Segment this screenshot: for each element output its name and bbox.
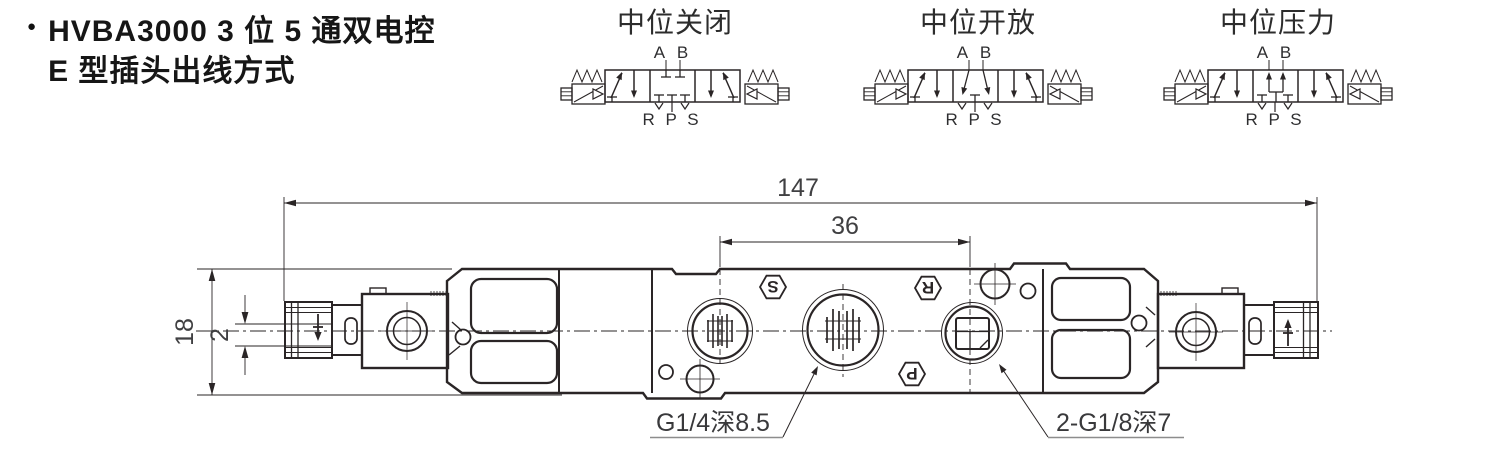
dimension-overall-length: 147: [283, 174, 1318, 301]
dimension-slot: 2: [206, 295, 284, 375]
symbol-title: 中位压力: [1219, 7, 1336, 38]
mounting-screw-bottom-left: [658, 359, 720, 399]
stamp-s-letter: S: [767, 277, 778, 296]
dimension-port-spacing: 36: [719, 212, 971, 267]
manual-override-button[interactable]: [1169, 303, 1223, 361]
valve-schematic-open: A B R P S: [863, 44, 1093, 129]
ports-top-label: A B: [654, 44, 692, 62]
port-center: [802, 284, 884, 377]
symbol-title: 中位开放: [919, 7, 1036, 38]
polarity-mark-icon: [313, 314, 323, 341]
label-side-ports-text: 2-G1/8深7: [1056, 409, 1171, 437]
label-center-port-text: G1/4深8.5: [656, 409, 770, 437]
mounting-screw-top-right: [974, 263, 1037, 305]
thread-hatch: [1160, 291, 1177, 296]
ports-top-label: A B: [957, 44, 995, 62]
dim-147-text: 147: [777, 174, 819, 202]
stamp-r-letter: R: [922, 278, 934, 297]
manual-override-button[interactable]: [380, 302, 434, 360]
port-right: [941, 269, 1003, 392]
page-title: ● HVBA3000 3 位 5 通双电控 E 型插头出线方式: [27, 12, 436, 91]
right-plug-connector: [1243, 301, 1319, 359]
dim-18-text: 18: [171, 318, 199, 346]
symbol-title: 中位关闭: [616, 7, 733, 38]
left-end-cap: [448, 277, 559, 385]
dim-36-text: 36: [831, 212, 859, 240]
port-stamp-s: S: [758, 274, 788, 300]
dimension-body-height: 18: [171, 268, 562, 396]
polarity-mark-icon: [1283, 319, 1293, 346]
valve-schematic-pressure: A B R P S: [1163, 44, 1393, 129]
right-solenoid: [1156, 287, 1246, 370]
title-line-1: HVBA3000 3 位 5 通双电控: [48, 15, 436, 48]
dim-2-text: 2: [206, 328, 234, 342]
port-left: [687, 269, 753, 364]
right-pin-hole: [1130, 314, 1148, 332]
left-pin-hole: [454, 328, 472, 346]
right-end-cap: [1050, 276, 1156, 380]
left-solenoid: [331, 287, 450, 370]
title-line-2: E 型插头出线方式: [48, 54, 296, 88]
label-side-ports: 2-G1/8深7: [999, 364, 1184, 439]
valve-symbol-open-center: 中位开放 A B R P S: [861, 4, 1095, 130]
ports-bottom-label: R P S: [642, 110, 701, 129]
valve-symbol-closed-center: 中位关闭 A B R P S: [558, 4, 792, 130]
valve-schematic-closed: A B R P S: [560, 44, 790, 129]
port-stamp-r: R: [913, 275, 943, 301]
label-center-port: G1/4深8.5: [650, 366, 818, 439]
left-plug-connector: [240, 301, 333, 359]
bullet-icon: ●: [27, 18, 37, 35]
valve-body: [445, 262, 1160, 400]
stamp-p-letter: P: [906, 364, 917, 383]
ports-top-label: A B: [1257, 44, 1295, 62]
valve-symbol-pressure-center: 中位压力 A B R P S: [1161, 4, 1395, 130]
port-stamp-p: P: [897, 361, 927, 387]
ports-bottom-label: R P S: [945, 110, 1004, 129]
ports-bottom-label: R P S: [1245, 110, 1304, 129]
